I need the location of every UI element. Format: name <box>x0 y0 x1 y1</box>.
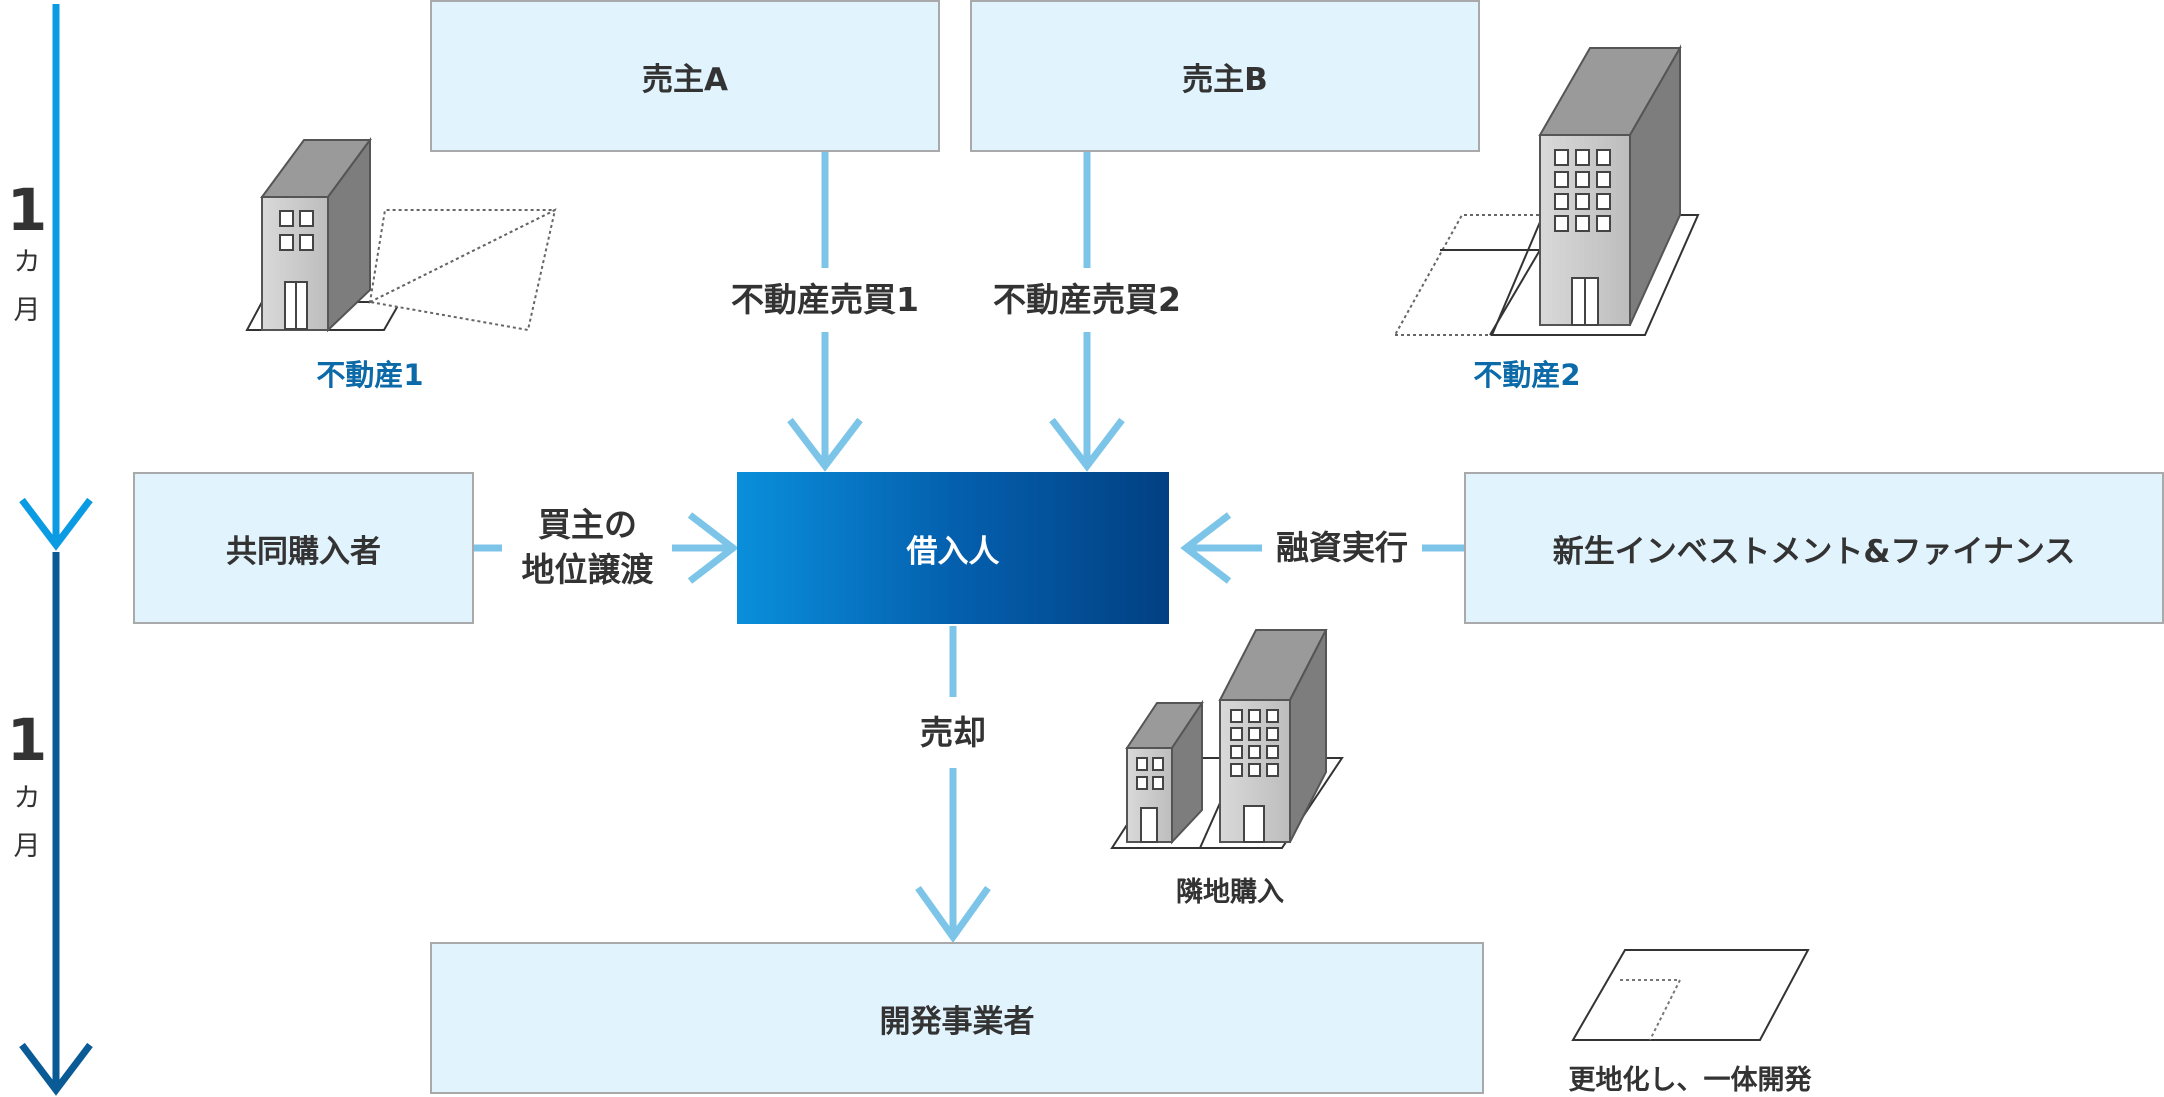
node-lender: 新生インベストメント&ファイナンス <box>1464 472 2164 624</box>
property-2-illustration <box>1393 44 1701 336</box>
edge-label-transfer-line1: 買主の <box>505 503 670 547</box>
edge-label-financing: 融資実行 <box>1264 526 1420 570</box>
node-developer: 開発事業者 <box>430 942 1484 1094</box>
node-seller-a: 売主A <box>430 0 940 152</box>
node-seller-b: 売主B <box>970 0 1480 152</box>
edge-label-sale2: 不動産売買2 <box>967 278 1207 322</box>
adjacent-purchase-illustration <box>1110 629 1344 849</box>
consolidated-lot-illustration <box>1571 949 1810 1041</box>
timeline-period1-number: 1 <box>6 176 48 244</box>
timeline-lower-arrow <box>19 552 93 1096</box>
edge-borrower-to-developer <box>915 626 991 944</box>
timeline-period2-unit-top: カ <box>13 783 41 814</box>
timeline-period1-unit-top: カ <box>13 247 41 278</box>
property-2-label: 不動産2 <box>1473 358 1581 392</box>
edge-label-transfer-line2: 地位譲渡 <box>505 548 670 592</box>
edge-label-sale1: 不動産売買1 <box>705 278 945 322</box>
timeline-period2-number: 1 <box>6 706 48 774</box>
timeline-period2-unit-bottom: 月 <box>13 831 41 862</box>
edge-label-sell: 売却 <box>900 711 1006 755</box>
adjacent-purchase-label: 隣地購入 <box>1176 877 1284 908</box>
property-1-illustration <box>245 136 557 333</box>
timeline-upper-arrow <box>19 4 93 551</box>
edge-lender-to-borrower <box>1180 512 1464 584</box>
node-co-buyer: 共同購入者 <box>133 472 474 624</box>
consolidated-development-label: 更地化し、一体開発 <box>1568 1065 1812 1096</box>
edge-seller-a-to-borrower <box>787 150 863 472</box>
property-1-label: 不動産1 <box>316 358 424 392</box>
edge-cobuyer-to-borrower <box>474 512 739 584</box>
node-borrower: 借入人 <box>737 472 1169 624</box>
edge-seller-b-to-borrower <box>1049 150 1125 472</box>
timeline-period1-unit-bottom: 月 <box>13 295 41 326</box>
